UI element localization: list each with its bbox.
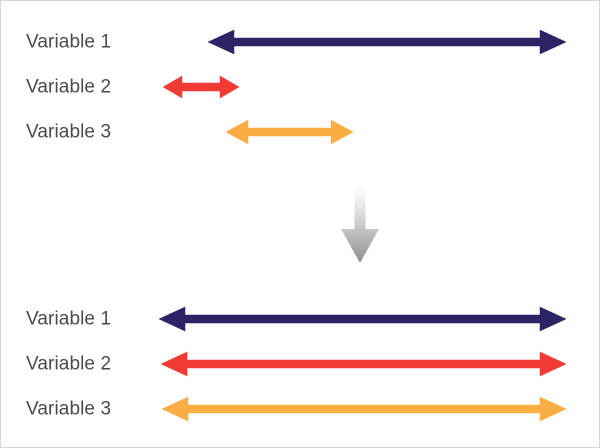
arrow-bottom-variable-2 — [160, 351, 567, 377]
label-bottom-variable-2: Variable 2 — [26, 353, 112, 375]
arrow-bottom-variable-1 — [158, 306, 567, 332]
arrow-top-variable-1 — [207, 29, 567, 55]
label-bottom-variable-1: Variable 1 — [26, 308, 112, 330]
arrow-top-variable-3 — [225, 119, 354, 145]
arrow-top-variable-2 — [162, 75, 240, 99]
top-panel-arrows — [162, 29, 567, 145]
label-top-variable-3: Variable 3 — [26, 121, 112, 143]
bottom-panel-arrows — [158, 306, 567, 422]
label-top-variable-2: Variable 2 — [26, 76, 112, 98]
transform-down-arrow — [341, 186, 379, 263]
label-bottom-variable-3: Variable 3 — [26, 398, 112, 420]
arrow-bottom-variable-3 — [161, 396, 567, 422]
label-top-variable-1: Variable 1 — [26, 31, 112, 53]
